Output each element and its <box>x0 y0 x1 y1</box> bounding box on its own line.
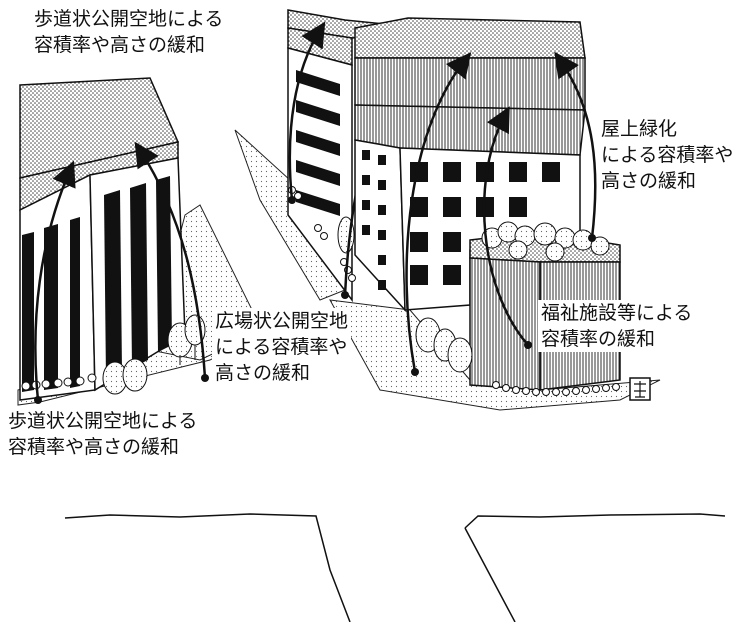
label-line: 容積率や高さの緩和 <box>8 436 180 458</box>
label-bottom-left-sidewalk: 歩道状公開空地による 容積率や高さの緩和 <box>8 408 197 460</box>
arrow-icon <box>134 141 207 379</box>
label-top-left-sidewalk: 歩道状公開空地による 容積率や高さの緩和 <box>34 6 223 58</box>
label-rooftop-greening: 屋上緑化 による容積率や 高さの緩和 <box>598 116 737 194</box>
label-line: 福祉施設等による <box>541 302 693 324</box>
left-windows-front <box>22 217 80 392</box>
label-line: 広場状公開空地 <box>215 310 349 332</box>
label-line: 容積率や高さの緩和 <box>34 34 206 56</box>
arrow-icon <box>288 21 326 201</box>
left-windows-side <box>104 176 172 380</box>
arrow-icon <box>482 106 529 346</box>
label-line: 高さの緩和 <box>601 170 697 192</box>
label-line: 歩道状公開空地による <box>34 8 224 30</box>
right-roof-band <box>354 57 586 111</box>
road-outline <box>64 513 726 622</box>
label-line: 歩道状公開空地による <box>8 410 198 432</box>
label-welfare-facility: 福祉施設等による 容積率の緩和 <box>538 300 696 352</box>
right-windows-front <box>410 162 560 285</box>
label-line: による容積率や <box>215 336 348 358</box>
tree-icon <box>102 314 206 395</box>
arrow-icon <box>554 51 597 239</box>
right-hedge-row <box>492 381 620 396</box>
stamp-icon <box>629 377 651 401</box>
back-windows <box>296 70 340 216</box>
welfare-block-front <box>469 257 541 391</box>
right-building <box>329 17 661 411</box>
label-line: 容積率の緩和 <box>541 328 656 350</box>
right-windows-side <box>362 150 386 290</box>
back-hedge-row <box>288 186 356 282</box>
arrow-icon <box>405 52 472 373</box>
back-building <box>234 9 446 303</box>
left-building <box>17 77 263 406</box>
label-line: による容積率や <box>601 144 734 166</box>
arrow-icon <box>34 160 76 401</box>
right-roof-top <box>354 17 586 59</box>
tree-icon <box>481 221 610 262</box>
label-line: 高さの緩和 <box>215 362 311 384</box>
label-plaza-open-space: 広場状公開空地 による容積率や 高さの緩和 <box>212 308 352 386</box>
label-line: 屋上緑化 <box>601 118 678 140</box>
tree-icon <box>415 317 473 373</box>
